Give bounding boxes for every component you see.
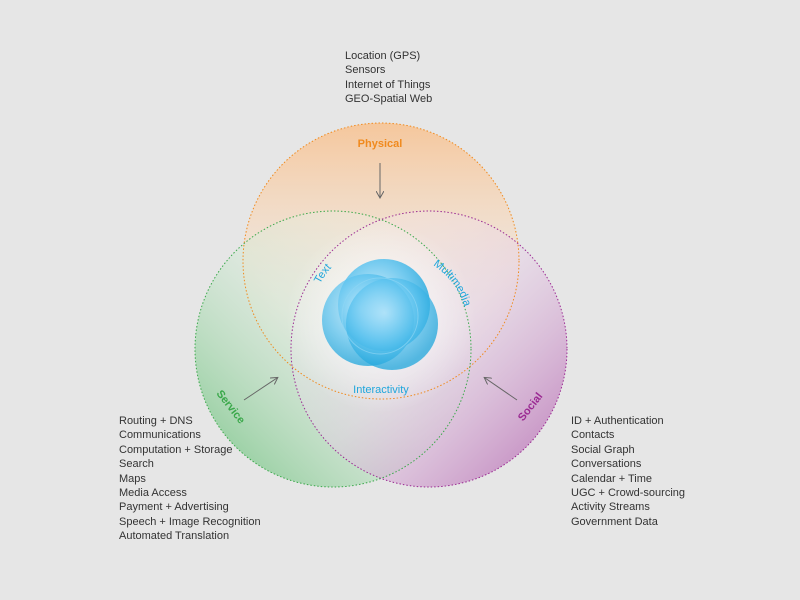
- social-list-item: Calendar + Time: [571, 472, 653, 485]
- social-list-item: Activity Streams: [571, 501, 650, 514]
- service-list-item: Maps: [119, 472, 146, 485]
- service-list-item: Communications: [119, 429, 201, 442]
- social-list-item: Social Graph: [571, 443, 635, 456]
- physical-label: Physical: [358, 138, 403, 150]
- physical-list-item: Internet of Things: [345, 78, 431, 91]
- service-arrow: [243, 378, 277, 401]
- social-arrow: [485, 378, 518, 401]
- service-list-item: Payment + Advertising: [119, 501, 229, 514]
- physical-list-item: Sensors: [345, 64, 386, 77]
- social-list-item: Contacts: [571, 429, 615, 442]
- service-list-item: Routing + DNS: [119, 415, 193, 427]
- service-list-item: Computation + Storage: [119, 443, 233, 456]
- service-list-item: Automated Translation: [119, 530, 230, 543]
- service-list-item: Media Access: [119, 487, 187, 500]
- service-outline: [194, 210, 472, 488]
- interactivity-label: Interactivity: [353, 384, 409, 396]
- social-list-item: Government Data: [571, 515, 658, 528]
- service-list-item: Speech + Image Recognition: [119, 515, 261, 528]
- physical-list-item: GEO-Spatial Web: [345, 93, 433, 106]
- social-outline: [290, 210, 568, 488]
- social-list-item: ID + Authentication: [571, 415, 664, 427]
- social-list-item: UGC + Crowd-sourcing: [571, 487, 686, 500]
- physical-list-item: Location (GPS): [345, 50, 421, 62]
- service-list-item: Search: [119, 458, 154, 471]
- core-circles: [322, 259, 438, 370]
- social-list-item: Conversations: [571, 458, 642, 471]
- physical-outline: [242, 122, 520, 400]
